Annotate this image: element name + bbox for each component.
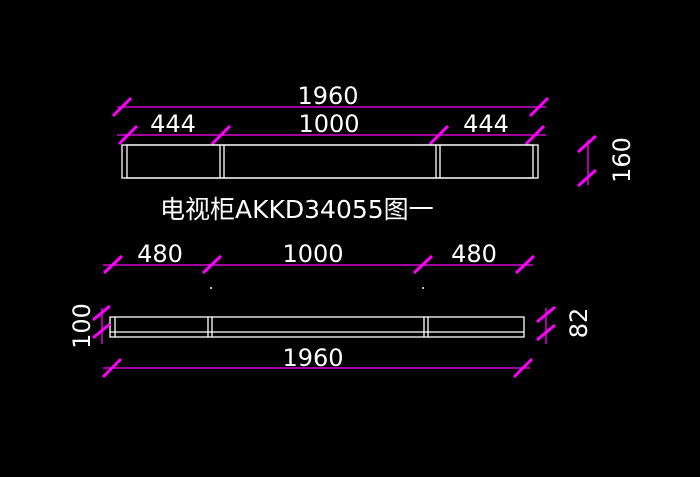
bottom-overall-dimension: 1960 — [101, 344, 534, 379]
top-height-dimension: 160 — [577, 134, 636, 188]
bottom-right-width-label: 480 — [451, 240, 497, 268]
bottom-shelf-outline — [109, 316, 525, 338]
top-height-label: 160 — [608, 137, 636, 183]
bottom-left-height-dimension: 100 — [68, 303, 111, 349]
bottom-right-height-label: 82 — [565, 308, 593, 339]
top-view: 1960 444 1000 444 160 — [111, 82, 636, 188]
drawing-title: 电视柜AKKD34055图一 — [160, 195, 434, 224]
bottom-middle-width-label: 1000 — [282, 240, 343, 268]
reference-dot — [422, 287, 424, 289]
top-left-width-label: 444 — [150, 110, 196, 138]
bottom-right-height-dimension: 82 — [536, 305, 593, 344]
top-overall-dimension: 1960 — [111, 82, 550, 118]
bottom-view: 480 1000 480 100 82 — [68, 240, 593, 379]
bottom-left-height-label: 100 — [68, 303, 96, 349]
top-middle-width-label: 1000 — [298, 110, 359, 138]
bottom-overall-width-label: 1960 — [282, 344, 343, 372]
reference-dot — [210, 287, 212, 289]
top-segment-dimensions: 444 1000 444 — [117, 110, 546, 146]
top-overall-width-label: 1960 — [297, 82, 358, 110]
top-right-width-label: 444 — [463, 110, 509, 138]
bottom-left-width-label: 480 — [137, 240, 183, 268]
bottom-segment-dimensions: 480 1000 480 — [102, 240, 536, 275]
top-cabinet-outline — [121, 144, 539, 179]
